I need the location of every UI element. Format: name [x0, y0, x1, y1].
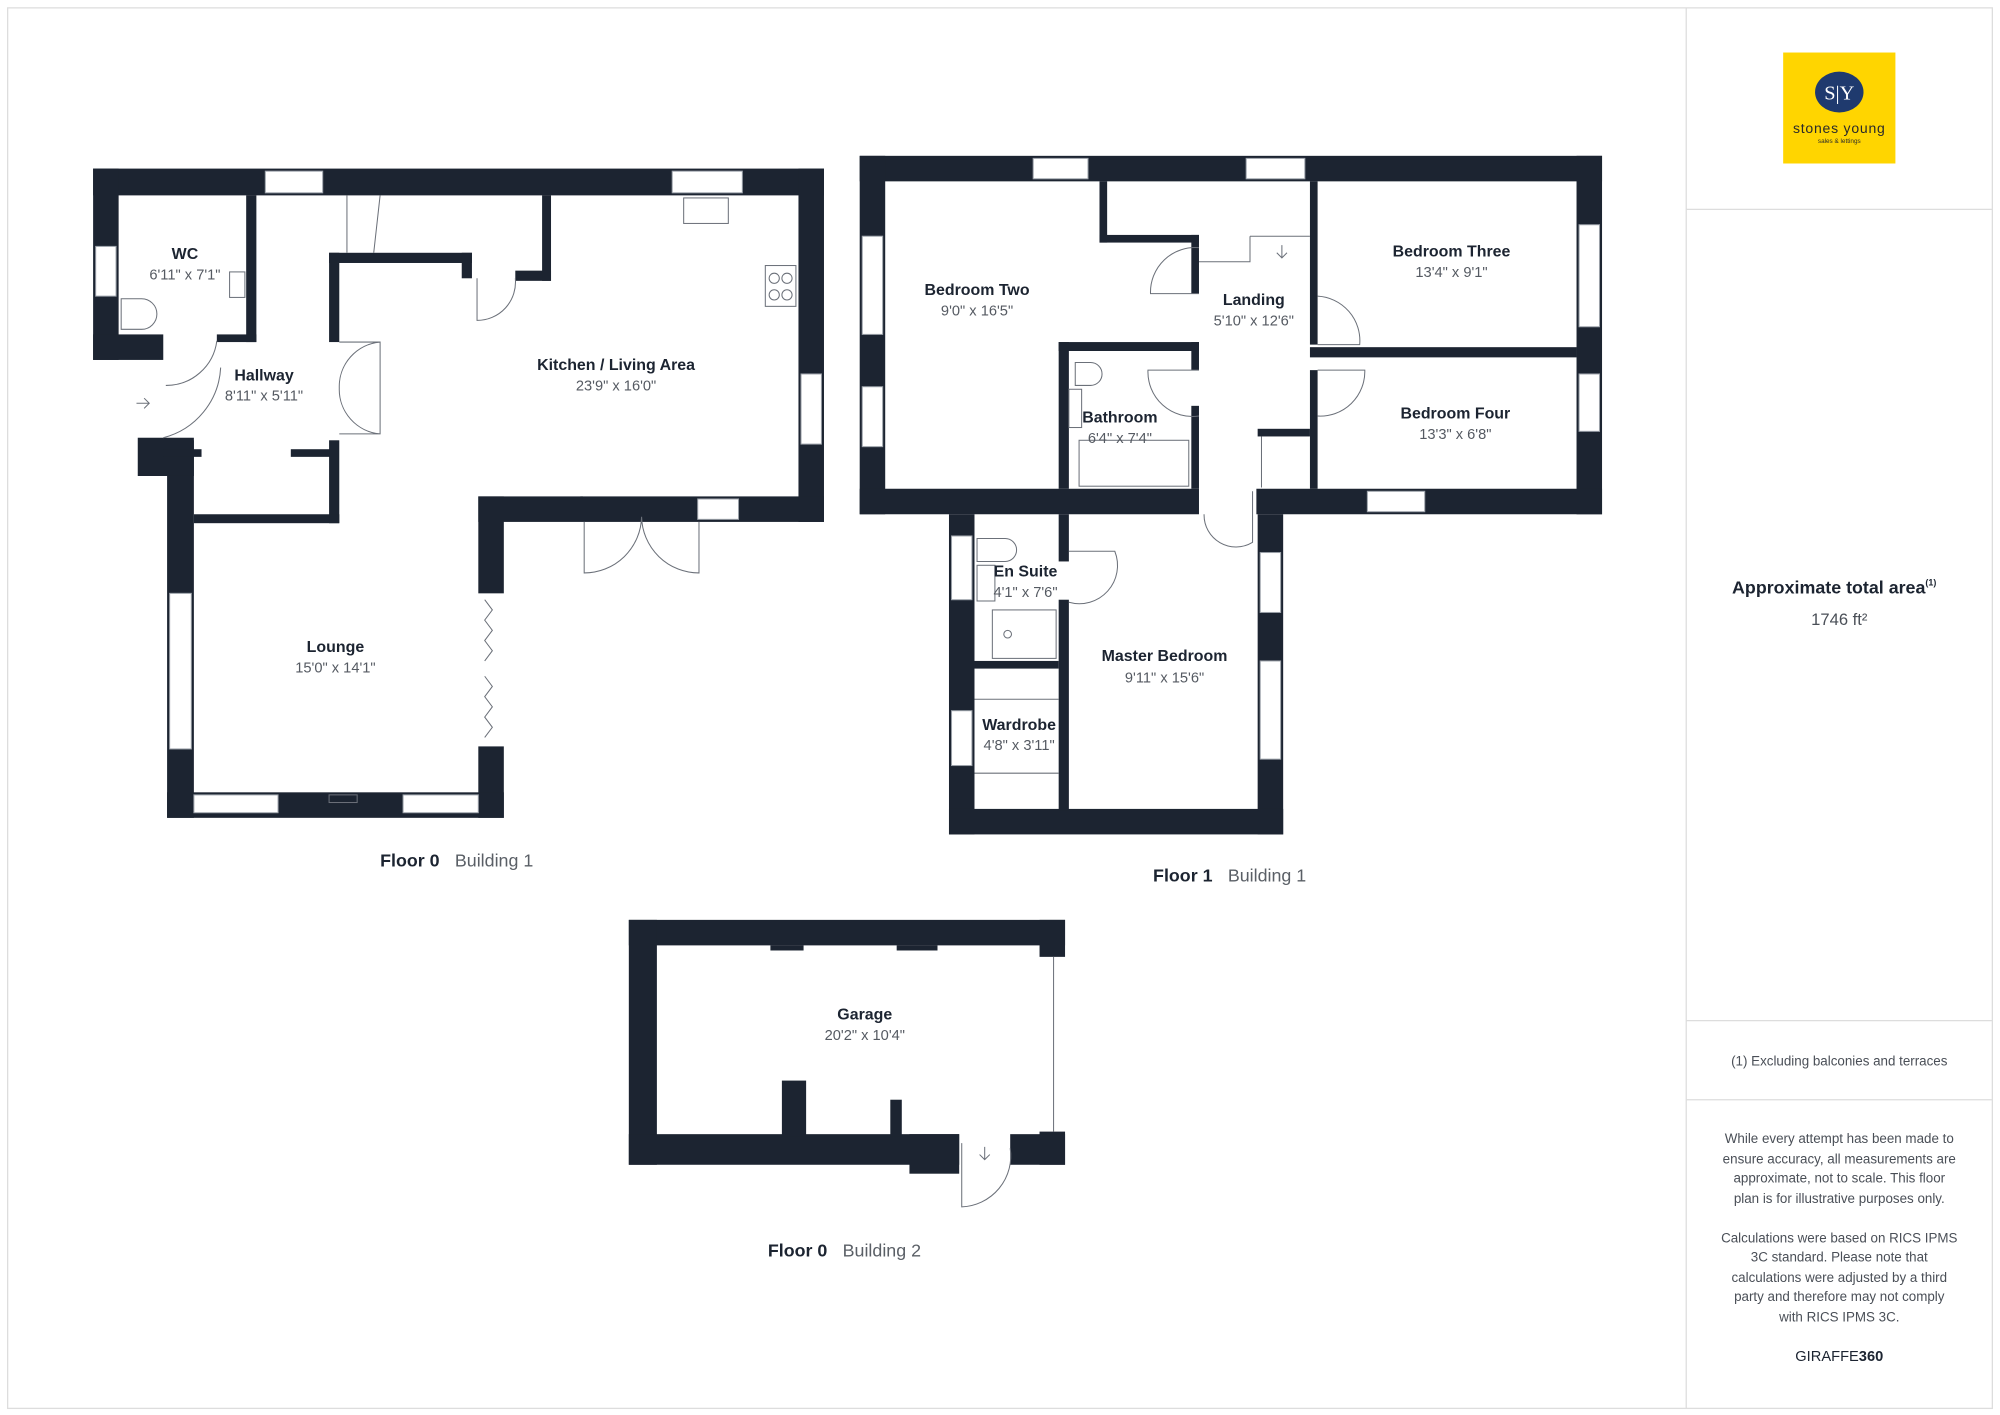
total-area-title: Approximate total area(1) [1732, 577, 1936, 597]
svg-text:sales & lettings: sales & lettings [1818, 138, 1861, 145]
room-name: WC [172, 246, 199, 263]
floor-1-building-1-plan: Bedroom Two 9'0" x 16'5" Landing 5'10" x… [859, 155, 1603, 886]
room-name: Wardrobe [982, 717, 1056, 734]
room-dims: 6'11" x 7'1" [149, 268, 220, 284]
disclaimer: While every attempt has been made to ens… [1721, 1131, 1957, 1325]
room-name: Bathroom [1082, 409, 1157, 426]
svg-text:Calculations were based on RIC: Calculations were based on RICS IPMS [1721, 1231, 1957, 1246]
footnote: (1) Excluding balconies and terraces [1731, 1053, 1948, 1068]
room-name: Garage [837, 1006, 892, 1023]
room-name: Bedroom Three [1393, 244, 1511, 261]
floor-0-building-1-plan: WC 6'11" x 7'1" Hallway 8'11" x 5'11" Ki… [93, 168, 824, 870]
info-sidebar: S|Y stones young sales & lettings Approx… [1685, 7, 1993, 1409]
room-dims: 8'11" x 5'11" [225, 389, 303, 405]
room-dims: 9'11" x 15'6" [1125, 671, 1204, 687]
room-name: En Suite [994, 564, 1058, 581]
room-dims: 6'4" x 7'4" [1088, 431, 1152, 447]
room-dims: 4'8" x 3'11" [984, 738, 1055, 754]
room-name: Lounge [307, 639, 365, 656]
room-dims: 13'4" x 9'1" [1415, 265, 1487, 281]
room-dims: 13'3" x 6'8" [1419, 427, 1491, 443]
room-name: Hallway [234, 367, 293, 384]
svg-text:S|Y: S|Y [1824, 83, 1854, 105]
total-area-value: 1746 ft² [1811, 610, 1868, 629]
room-dims: 23'9" x 16'0" [576, 379, 656, 395]
room-name: Bedroom Two [925, 282, 1030, 299]
svg-text:with RICS IPMS 3C.: with RICS IPMS 3C. [1778, 1310, 1899, 1325]
room-name: Landing [1223, 292, 1285, 309]
svg-text:While every attempt has been m: While every attempt has been made to [1725, 1131, 1954, 1146]
room-dims: 5'10" x 12'6" [1214, 313, 1294, 329]
room-name: Master Bedroom [1102, 648, 1228, 665]
svg-text:plan is for illustrative purpo: plan is for illustrative purposes only. [1734, 1191, 1945, 1206]
svg-text:calculations were adjusted by: calculations were adjusted by a third [1731, 1270, 1947, 1285]
svg-text:stones young: stones young [1793, 120, 1886, 136]
giraffe360-logo: GIRAFFE360 [1795, 1349, 1883, 1365]
svg-text:party and therefore may not co: party and therefore may not comply [1734, 1289, 1945, 1304]
room-dims: 15'0" x 14'1" [295, 660, 375, 676]
room-name: Bedroom Four [1400, 406, 1510, 423]
stones-young-logo: S|Y stones young sales & lettings [1783, 52, 1896, 164]
svg-text:3C standard. Please note that: 3C standard. Please note that [1751, 1250, 1928, 1265]
room-name: Kitchen / Living Area [537, 357, 695, 374]
svg-text:approximate, not to scale. Thi: approximate, not to scale. This floor [1733, 1171, 1945, 1186]
svg-text:ensure accuracy, all measureme: ensure accuracy, all measurements are [1723, 1151, 1956, 1166]
room-dims: 9'0" x 16'5" [941, 303, 1013, 319]
room-dims: 4'1" x 7'6" [993, 585, 1057, 601]
room-dims: 20'2" x 10'4" [825, 1028, 905, 1044]
